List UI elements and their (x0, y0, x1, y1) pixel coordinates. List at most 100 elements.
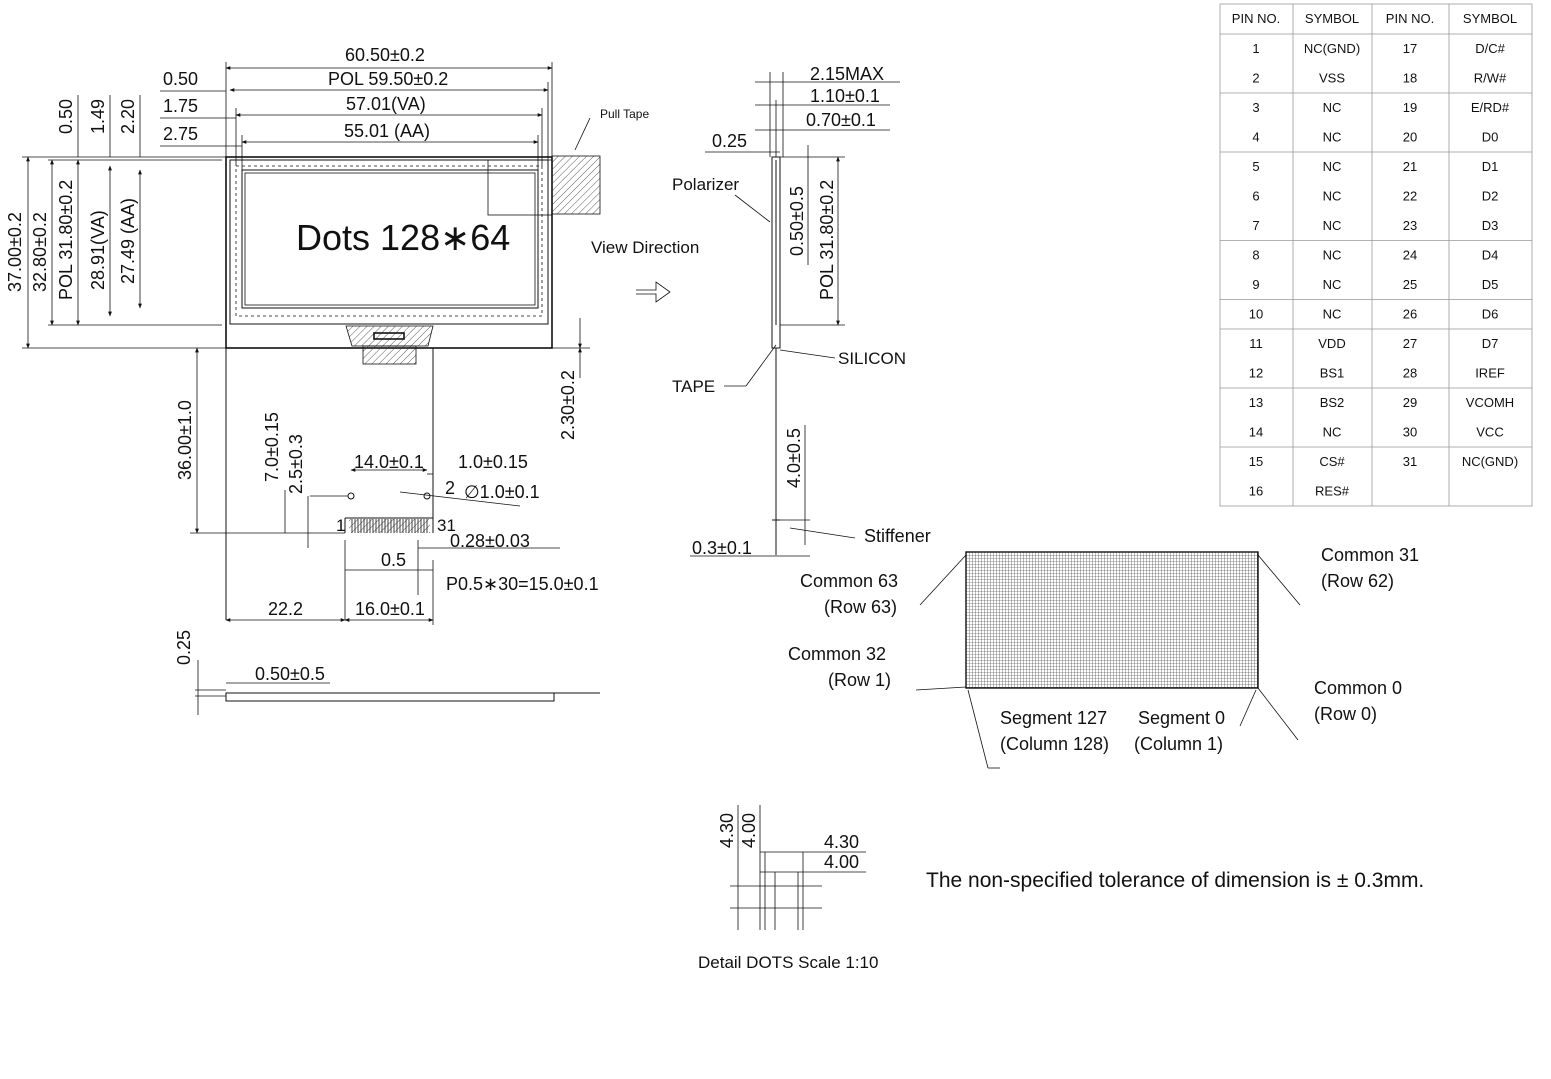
dim-outline-width: 60.50±0.2 (345, 45, 425, 65)
pin-symbol-cell: D6 (1482, 307, 1499, 322)
pull-tape-outline (487, 159, 553, 216)
bottom-panel (225, 692, 555, 702)
pin-symbol-cell: E/RD# (1471, 100, 1510, 115)
front-view: Pull Tape Dots 128∗64 60.50±0.2 POL 59.5… (5, 45, 649, 534)
pin-table-header: PIN NO. (1232, 11, 1280, 26)
fpc-neck (362, 345, 417, 365)
fpc-detail: 1 31 7.0±0.15 2.5±0.3 14.0±0.1 1.0±0.15 … (225, 348, 599, 625)
pin-first: 1 (336, 516, 345, 535)
pin-number-cell: 25 (1403, 277, 1417, 292)
row-62-label: (Row 62) (1321, 571, 1394, 591)
pin-number-cell: 27 (1403, 336, 1417, 351)
detail-caption: Detail DOTS Scale 1:10 (698, 953, 878, 972)
common-31-label: Common 31 (1321, 545, 1419, 565)
row-1-label: (Row 1) (828, 670, 891, 690)
dim-left-175: 1.75 (163, 96, 198, 116)
pin-symbol-cell: VDD (1318, 336, 1345, 351)
pin-symbol-cell: NC (1323, 130, 1342, 145)
common-63-label: Common 63 (800, 571, 898, 591)
pin-symbol-cell: D3 (1482, 218, 1499, 233)
dot-matrix (965, 551, 1259, 689)
pin-number-cell: 20 (1403, 130, 1417, 145)
common-32-label: Common 32 (788, 644, 886, 664)
pin-lines (351, 519, 428, 533)
row-63-label: (Row 63) (824, 597, 897, 617)
pin-number-cell: 11 (1249, 336, 1263, 351)
pin-number-cell: 14 (1249, 425, 1263, 440)
segment-0-label: Segment 0 (1138, 708, 1225, 728)
pin-number-cell: 26 (1403, 307, 1417, 322)
dim-top-220: 2.20 (118, 99, 138, 134)
pin-symbol-cell: D2 (1482, 189, 1499, 204)
bottom-side-view: 0.25 0.50±0.5 (174, 630, 600, 715)
dim-outline-height: 37.00±0.2 (5, 212, 25, 292)
dots-label: Dots 128∗64 (296, 217, 510, 258)
fpc-hole-right (423, 492, 431, 500)
stiffener-label: Stiffener (864, 526, 931, 546)
pin-symbol-cell: D5 (1482, 277, 1499, 292)
pin-symbol-cell: D0 (1482, 130, 1499, 145)
dim-pin-width: 0.5 (381, 550, 406, 570)
dim-fpc-7: 7.0±0.15 (262, 412, 282, 482)
view-direction-label: View Direction (591, 238, 699, 257)
pin-symbol-cell: NC (1323, 159, 1342, 174)
pin-number-cell: 23 (1403, 218, 1417, 233)
hole-diameter: ∅1.0±0.1 (464, 482, 540, 502)
pin-symbol-cell: NC (1323, 277, 1342, 292)
pin-symbol-cell: BS2 (1320, 395, 1345, 410)
pin-number-cell: 29 (1403, 395, 1417, 410)
dim-pin-thick: 0.28±0.03 (450, 531, 530, 551)
dim-pol-height: POL 31.80±0.2 (56, 180, 76, 300)
view-direction-arrow (636, 281, 671, 303)
pin-table-header: SYMBOL (1305, 11, 1359, 26)
pin-number-cell: 28 (1403, 366, 1417, 381)
dim-fpc-16: 16.0±0.1 (355, 599, 425, 619)
viewing-area (235, 165, 543, 317)
column-1-label: (Column 1) (1134, 734, 1223, 754)
pin-symbol-cell: NC (1323, 425, 1342, 440)
pin-symbol-cell: D1 (1482, 159, 1499, 174)
side-view: 2.15MAX 1.10±0.1 0.70±0.1 0.25 Polarizer… (591, 64, 931, 558)
detail-dots: 4.30 4.00 4.30 4.00 Detail DOTS Scale 1:… (698, 805, 878, 972)
pin-symbol-cell: D4 (1482, 248, 1499, 263)
pin-number-cell: 13 (1249, 395, 1263, 410)
pin-table-frame (1219, 3, 1533, 507)
column-128-label: (Column 128) (1000, 734, 1109, 754)
dim-aa-width: 55.01 (AA) (344, 121, 430, 141)
detail-h-430: 4.30 (824, 832, 859, 852)
pin-number-cell: 17 (1403, 41, 1417, 56)
pin-number-cell: 21 (1403, 159, 1417, 174)
fpc-hole-left (347, 492, 355, 500)
pin-number-cell: 5 (1252, 159, 1259, 174)
pin-number-cell: 8 (1252, 248, 1259, 263)
pin-number-cell: 1 (1252, 41, 1259, 56)
pin-table-header: PIN NO. (1386, 11, 1434, 26)
segment-127-label: Segment 127 (1000, 708, 1107, 728)
pin-number-cell: 18 (1403, 71, 1417, 86)
pin-number-cell: 22 (1403, 189, 1417, 204)
driver-ic (345, 325, 434, 347)
pin-symbol-cell: R/W# (1474, 71, 1507, 86)
pin-number-cell: 10 (1249, 307, 1263, 322)
dim-stiffener-len: 4.0±0.5 (784, 428, 804, 488)
dim-top-050: 0.50 (56, 99, 76, 134)
pin-number-cell: 6 (1252, 189, 1259, 204)
dim-bottom-025: 0.25 (174, 630, 194, 665)
pin-symbol-cell: RES# (1315, 484, 1350, 499)
active-area-inner (244, 172, 536, 306)
pin-symbol-cell: VCC (1476, 425, 1503, 440)
pin-symbol-cell: BS1 (1320, 366, 1345, 381)
pin-number-cell: 31 (1403, 454, 1417, 469)
dim-aa-height: 27.49 (AA) (118, 198, 138, 284)
pin-number-cell: 16 (1249, 484, 1263, 499)
dim-top-149: 1.49 (88, 99, 108, 134)
pin-number-cell: 24 (1403, 248, 1417, 263)
dim-stiffener-thick: 0.3±0.1 (692, 538, 752, 558)
pin-symbol-cell: NC(GND) (1462, 454, 1518, 469)
pin-symbol-cell: VCOMH (1466, 395, 1514, 410)
dim-fpc-22: 22.2 (268, 599, 303, 619)
dim-fpc-offset: 2.30±0.2 (558, 370, 578, 440)
pin-symbol-cell: D7 (1482, 336, 1499, 351)
active-area (241, 169, 539, 309)
